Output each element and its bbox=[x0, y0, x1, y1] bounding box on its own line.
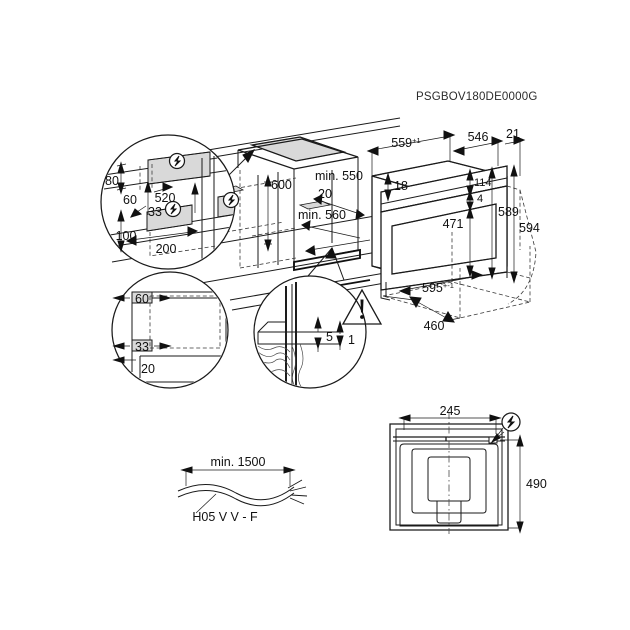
socket-marker-right bbox=[222, 191, 240, 209]
dim-21: 21 bbox=[506, 127, 520, 141]
dim-4: 4 bbox=[477, 193, 483, 205]
dim-60: 60 bbox=[123, 193, 137, 207]
detail-circle-upper: 80 60 520 33 100 200 bbox=[100, 134, 240, 270]
dim-c33: 33 bbox=[135, 340, 149, 354]
dim-595: 595+-1 bbox=[422, 281, 454, 295]
warning-triangle-icon bbox=[341, 288, 383, 325]
dim-200: 200 bbox=[156, 242, 177, 256]
oven-dimension-labels: 559+1 546 21 18 114 4 589 594 471 595+-1… bbox=[391, 127, 540, 333]
dim-33: 33 bbox=[148, 205, 162, 219]
dim-20: 20 bbox=[318, 187, 332, 201]
oven-isometric bbox=[371, 160, 537, 319]
document-code: PSGBOV180DE0000G bbox=[416, 91, 538, 103]
cable-detail: min. 1500 H05 V V - F bbox=[177, 455, 308, 524]
dim-w1: 1 bbox=[348, 333, 355, 347]
dim-245: 245 bbox=[440, 404, 461, 418]
detail-circle-worktop: 5 1 bbox=[253, 246, 383, 389]
detail-circle-lower: 60 33 20 bbox=[111, 271, 229, 389]
dim-559: 559+1 bbox=[391, 136, 420, 150]
socket-marker-upper bbox=[168, 152, 186, 170]
dim-c60: 60 bbox=[135, 292, 149, 306]
cable-length-label: min. 1500 bbox=[211, 455, 266, 469]
socket-marker-lower bbox=[164, 200, 182, 218]
dim-18: 18 bbox=[394, 179, 408, 193]
dim-546: 546 bbox=[468, 130, 489, 144]
dim-100: 100 bbox=[116, 229, 137, 243]
dim-min-560: min. 560 bbox=[298, 208, 346, 222]
socket-marker-door bbox=[490, 412, 521, 444]
dim-c20: 20 bbox=[141, 362, 155, 376]
dim-490: 490 bbox=[526, 477, 547, 491]
dim-w5: 5 bbox=[326, 330, 333, 344]
dim-471: 471 bbox=[443, 217, 464, 231]
dim-min-550: min. 550 bbox=[315, 169, 363, 183]
cable-spec-label: H05 V V - F bbox=[192, 510, 258, 524]
door-top-view: 245 490 bbox=[389, 404, 547, 534]
dim-114: 114 bbox=[474, 177, 492, 189]
dim-600: 600 bbox=[271, 178, 292, 192]
dim-589: 589 bbox=[498, 205, 519, 219]
dim-460: 460 bbox=[424, 319, 445, 333]
cabinet-dimension-labels: 600 min. 550 20 min. 560 bbox=[271, 169, 363, 222]
dim-594: 594 bbox=[519, 221, 540, 235]
dim-520: 520 bbox=[155, 191, 176, 205]
oven-dimension-lines bbox=[366, 130, 526, 323]
dim-80: 80 bbox=[105, 174, 119, 188]
cabinet-dimension-lines bbox=[264, 174, 371, 256]
